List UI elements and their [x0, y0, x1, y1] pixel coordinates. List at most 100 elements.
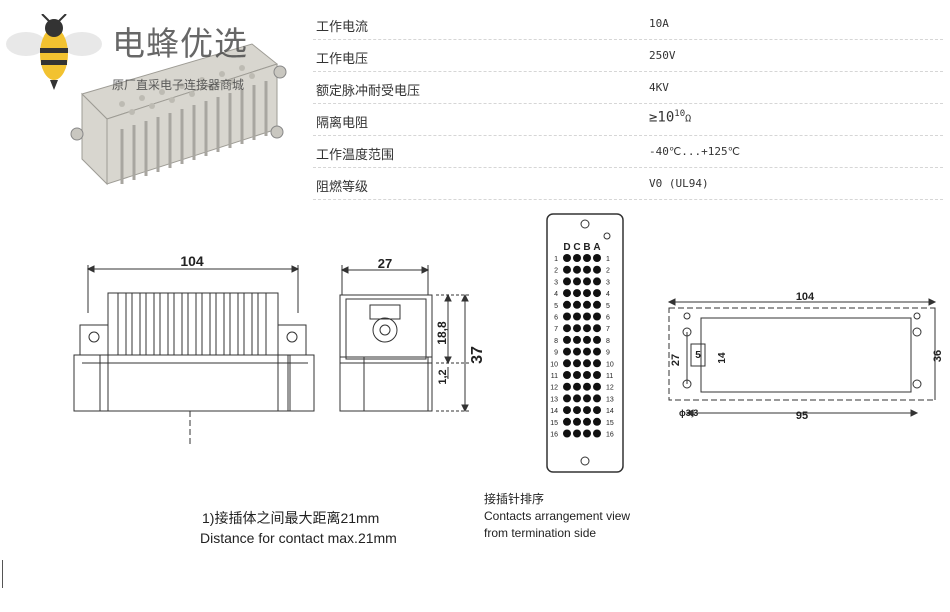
contact-row-label-right: 13: [606, 396, 614, 403]
product-photo: [70, 43, 287, 186]
contact-pin: [563, 371, 571, 379]
contact-pin: [563, 359, 571, 368]
contact-row-label-left: 4: [554, 291, 558, 298]
spec-value: ≥1010Ω: [649, 109, 691, 126]
contact-pin: [583, 359, 591, 368]
contact-row-label-left: 2: [554, 268, 558, 275]
contact-pin: [563, 277, 571, 286]
contact-pin: [573, 289, 581, 298]
cutout-dim-27: 27: [670, 354, 682, 366]
contact-pin: [573, 324, 581, 333]
contact-row-label-right: 12: [606, 385, 614, 392]
spec-row: 工作电流 10A: [313, 8, 943, 40]
contact-pin: [593, 359, 601, 368]
contact-pin: [583, 265, 591, 274]
spec-row: 工作温度范围 -40℃...+125℃: [313, 136, 943, 168]
contact-column-label: B: [583, 242, 590, 253]
contact-pin: [593, 371, 601, 379]
contact-pin: [583, 382, 591, 391]
side-dim-1-2: 1,2: [437, 369, 449, 384]
contact-row-label-left: 10: [550, 361, 558, 368]
contact-pin: [583, 324, 591, 333]
contact-pin: [573, 254, 581, 262]
contact-pin: [563, 406, 571, 415]
contact-pin: [563, 382, 571, 391]
contact-column-label: C: [573, 242, 580, 253]
contact-pin: [563, 394, 571, 403]
caption-distance-cn: 1)接插体之间最大距离21mm: [202, 510, 380, 526]
contact-pin: [573, 265, 581, 274]
spec-label: 额定脉冲耐受电压: [316, 84, 421, 99]
spec-label: 工作电流: [316, 20, 369, 35]
contact-row-label-left: 16: [550, 432, 558, 439]
contact-pin: [563, 289, 571, 298]
contact-pin: [573, 382, 581, 391]
spec-label: 工作温度范围: [316, 148, 395, 163]
contact-pin: [593, 347, 601, 356]
contact-pin: [573, 429, 581, 438]
front-view-drawing: 104: [73, 255, 315, 445]
contact-pin: [583, 429, 591, 438]
contact-pin: [593, 289, 601, 298]
contact-pin: [573, 359, 581, 368]
cutout-dim-95: 95: [796, 410, 808, 422]
contact-column-label: A: [593, 242, 600, 253]
contact-pin: [573, 277, 581, 286]
contact-row-label-right: 3: [606, 279, 610, 286]
contact-pin: [593, 300, 601, 309]
contact-pin: [583, 335, 591, 344]
contact-pin: [563, 335, 571, 344]
contact-pin: [573, 335, 581, 344]
contact-pin: [583, 312, 591, 321]
contact-pin: [563, 254, 571, 262]
contact-row-label-left: 14: [550, 408, 558, 415]
spec-table: 工作电流 10A 工作电压 250V 额定脉冲耐受电压 4KV 隔离电阻 ≥10…: [313, 8, 943, 200]
caption-arrangement-en-1: Contacts arrangement view: [484, 509, 631, 523]
contact-pin: [593, 382, 601, 391]
contact-row-label-right: 6: [606, 315, 610, 322]
contact-pin: [593, 429, 601, 438]
spec-value-unit: Ω: [685, 113, 692, 125]
spec-value-exponent: 10: [674, 109, 686, 119]
contact-pin: [563, 300, 571, 309]
cutout-dim-36: 36: [932, 350, 944, 362]
contact-pin: [573, 312, 581, 321]
spec-value: 250V: [649, 49, 676, 62]
logo-tagline: 原厂直采电子连接器商城: [112, 78, 245, 92]
spec-row: 阻燃等级 V0 (UL94): [313, 168, 943, 200]
contact-row-label-right: 15: [606, 420, 614, 427]
contact-pin: [593, 417, 601, 426]
contact-pin: [583, 406, 591, 415]
spec-label: 工作电压: [316, 52, 369, 67]
contact-row-label-right: 1: [606, 256, 610, 263]
contact-pin: [583, 277, 591, 286]
contact-row-label-left: 12: [550, 385, 558, 392]
contact-pin: [563, 265, 571, 274]
cutout-dim-hole: ɸ3,3: [679, 408, 698, 418]
contact-pin: [573, 300, 581, 309]
contact-pin: [593, 324, 601, 333]
spec-value: 10A: [649, 17, 669, 30]
spec-label: 隔离电阻: [316, 116, 369, 131]
contact-pin: [583, 371, 591, 379]
caption-distance-en: Distance for contact max.21mm: [200, 530, 397, 546]
contact-pin: [593, 394, 601, 403]
contact-row-label-right: 16: [606, 432, 614, 439]
contact-pin: [573, 406, 581, 415]
cutout-dim-5: 5: [695, 350, 701, 361]
bee-logo-icon: [6, 14, 102, 90]
contact-pin: [593, 254, 601, 262]
contact-row-label-right: 5: [606, 303, 610, 310]
cutout-dim-104: 104: [796, 291, 815, 303]
contact-row-label-right: 4: [606, 291, 610, 298]
contact-pin: [573, 417, 581, 426]
contact-row-label-left: 8: [554, 338, 558, 345]
contact-pin: [573, 371, 581, 379]
contact-pin: [573, 394, 581, 403]
panel-cutout-drawing: 104 95 27 36 5 14 ɸ3,3: [667, 291, 944, 422]
contact-row-label-right: 14: [606, 408, 614, 415]
spec-value-prefix: ≥10: [649, 109, 675, 126]
spec-label: 阻燃等级: [316, 180, 369, 195]
contact-pin: [563, 417, 571, 426]
